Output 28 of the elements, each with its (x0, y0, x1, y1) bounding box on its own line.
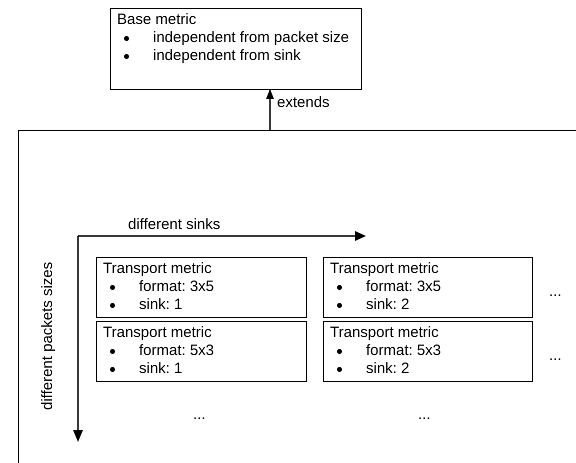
box-heading: Transport metric (103, 324, 213, 342)
text-label: ... (193, 406, 206, 424)
metric-box (323, 321, 533, 382)
bullet-item: format: 3x5 (366, 278, 442, 296)
metric-box (323, 257, 533, 318)
text-label: ... (549, 283, 562, 301)
box-heading: Transport metric (330, 324, 440, 342)
metric-box (96, 257, 307, 318)
bullet-item: sink: 1 (139, 360, 182, 378)
text-label: ... (418, 406, 431, 424)
bullet-item: format: 5x3 (366, 342, 442, 360)
box-heading: Transport metric (330, 260, 440, 278)
bullet-item: format: 3x5 (139, 278, 214, 296)
bullet-item: independent from sink (153, 47, 301, 65)
bullet-item: sink: 2 (366, 360, 410, 378)
bullet-item: sink: 1 (139, 296, 182, 314)
box-heading: Base metric (117, 11, 198, 29)
bullet-item: sink: 2 (366, 296, 410, 314)
metric-box (96, 321, 307, 382)
text-label: ... (549, 347, 562, 365)
box-heading: Transport metric (103, 260, 213, 278)
axis-label: different packets sizes (39, 262, 57, 410)
metric-box (110, 8, 362, 90)
group-frame (18, 130, 576, 463)
text-label: different sinks (128, 216, 220, 234)
bullet-item: format: 5x3 (139, 342, 214, 360)
arrow (266, 89, 274, 130)
bullet-item: independent from packet size (153, 29, 349, 47)
